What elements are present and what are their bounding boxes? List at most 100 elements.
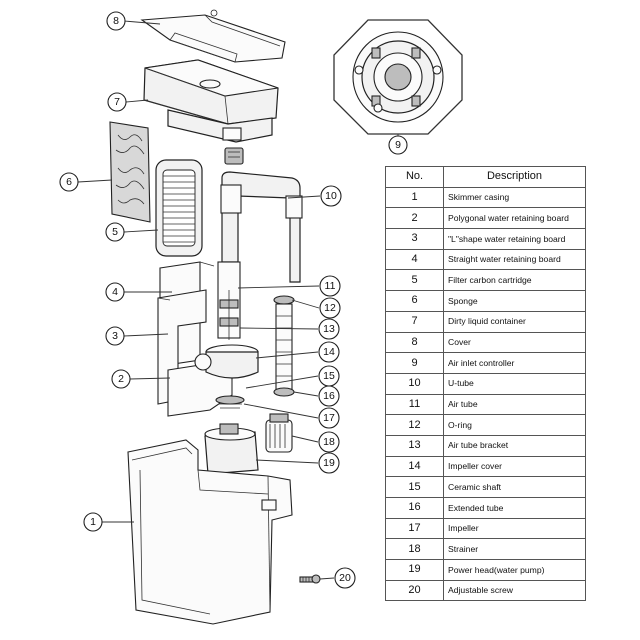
u-tube-part: [220, 171, 303, 283]
skimmer-casing-part: [127, 439, 293, 625]
callout-7: 7: [107, 92, 127, 112]
callout-label: 6: [66, 176, 72, 188]
row-number: 16: [385, 497, 444, 519]
row-number: 14: [385, 455, 444, 478]
callout-label: 12: [324, 302, 336, 314]
row-description: Air tube: [443, 393, 586, 416]
callout-label: 5: [112, 226, 118, 238]
row-number: 20: [385, 579, 444, 602]
row-number: 9: [385, 352, 444, 374]
callout-14: 14: [318, 341, 340, 363]
air-inlet-controller-detail: [333, 19, 463, 135]
callout-6: 6: [59, 172, 79, 192]
row-number: 11: [385, 393, 444, 416]
callout-label: 4: [112, 286, 118, 298]
cover-part: [140, 9, 286, 63]
callout-3: 3: [105, 326, 125, 346]
row-number: 6: [385, 290, 444, 312]
callout-label: 3: [112, 330, 118, 342]
power-head-part: [204, 423, 259, 475]
callout-2: 2: [111, 369, 131, 389]
row-number: 13: [385, 434, 444, 457]
callout-label: 15: [323, 370, 335, 382]
filter-carbon-cartridge-part: [155, 159, 203, 257]
row-description: Cover: [443, 331, 586, 354]
callout-label: 17: [323, 412, 335, 424]
row-description: Sponge: [443, 290, 586, 312]
callout-5: 5: [105, 222, 125, 242]
impeller-assembly-part: [194, 344, 259, 409]
row-description: Extended tube: [443, 497, 586, 519]
row-description: O-ring: [443, 414, 586, 436]
callout-label: 9: [395, 139, 401, 151]
callout-16: 16: [318, 385, 340, 407]
row-number: 3: [385, 228, 444, 250]
callout-10: 10: [320, 185, 342, 207]
callout-20: 20: [334, 567, 356, 589]
callout-11: 11: [319, 275, 341, 297]
row-number: 1: [385, 186, 444, 209]
leader-lines: [77, 20, 399, 580]
callout-13: 13: [318, 318, 340, 340]
row-number: 12: [385, 414, 444, 436]
row-description: Dirty liquid container: [443, 310, 586, 333]
row-description: Polygonal water retaining board: [443, 207, 586, 230]
callout-label: 8: [113, 15, 119, 27]
callout-label: 2: [118, 373, 124, 385]
callout-label: 16: [323, 390, 335, 402]
row-description: Ceramic shaft: [443, 476, 586, 498]
row-number: 2: [385, 207, 444, 230]
callout-9: 9: [388, 135, 408, 155]
callout-label: 20: [339, 572, 351, 584]
row-description: Impeller cover: [443, 455, 586, 478]
row-number: 5: [385, 269, 444, 292]
row-description: "L"shape water retaining board: [443, 228, 586, 250]
row-description: Strainer: [443, 538, 586, 561]
callout-1: 1: [83, 512, 103, 532]
callout-label: 11: [325, 280, 336, 292]
callout-15: 15: [318, 365, 340, 387]
row-number: 4: [385, 248, 444, 271]
row-number: 8: [385, 331, 444, 354]
air-inlet-controller-small-part: [224, 147, 244, 165]
row-number: 19: [385, 559, 444, 581]
row-description: Power head(water pump): [443, 559, 586, 581]
row-description: Filter carbon cartridge: [443, 269, 586, 292]
callout-label: 18: [323, 436, 335, 448]
dirty-liquid-container-part: [143, 59, 279, 143]
row-number: 17: [385, 517, 444, 540]
table-header-row: No. Description: [385, 166, 586, 188]
callout-17: 17: [318, 407, 340, 429]
callout-18: 18: [318, 431, 340, 453]
callout-4: 4: [105, 282, 125, 302]
sponge-part: [109, 121, 151, 223]
callout-label: 13: [323, 323, 335, 335]
row-description: Air tube bracket: [443, 434, 586, 457]
callout-label: 14: [323, 346, 335, 358]
callout-label: 19: [323, 457, 335, 469]
row-number: 18: [385, 538, 444, 561]
callout-label: 10: [325, 190, 337, 202]
callout-19: 19: [318, 452, 340, 474]
air-tube-and-bracket-part: [217, 261, 241, 340]
